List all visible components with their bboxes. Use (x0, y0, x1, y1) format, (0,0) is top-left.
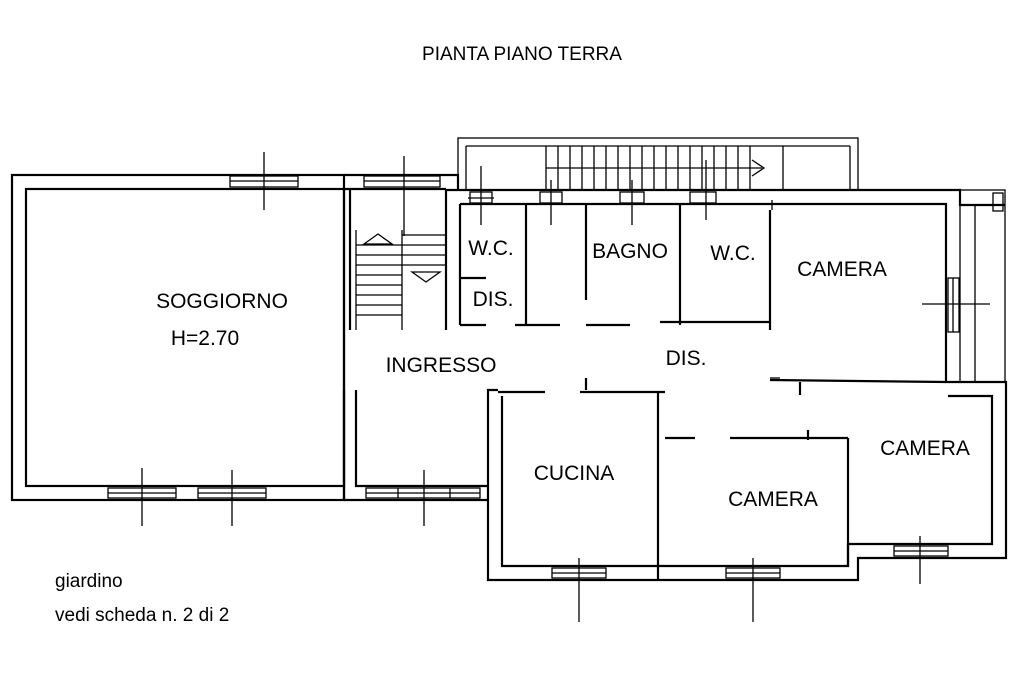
soggiorno-inner-wall (24, 187, 346, 488)
stair-flight-right (402, 234, 446, 283)
label-wc-right: W.C. (710, 242, 756, 265)
label-bagno: BAGNO (592, 240, 668, 263)
label-ingresso: INGRESSO (386, 354, 497, 377)
interior-walls (348, 190, 947, 580)
note-scheda: vedi scheda n. 2 di 2 (55, 605, 229, 626)
room-labels: SOGGIORNO H=2.70 INGRESSO W.C. DIS. BAGN… (156, 237, 970, 511)
label-camera-center: CAMERA (728, 488, 818, 511)
stair-flight-top (545, 146, 766, 190)
label-dis-left: DIS. (473, 288, 514, 311)
label-camera-right: CAMERA (880, 437, 970, 460)
label-cucina: CUCINA (534, 462, 615, 485)
label-dis-center: DIS. (666, 347, 707, 370)
label-wc-left: W.C. (468, 237, 514, 260)
label-soggiorno: SOGGIORNO (156, 290, 288, 313)
outer-walls (10, 137, 1008, 582)
plan-title: PIANTA PIANO TERRA (422, 44, 622, 65)
windows (107, 152, 990, 622)
note-giardino: giardino (55, 571, 123, 592)
label-camera-top: CAMERA (797, 258, 887, 281)
label-height: H=2.70 (171, 327, 239, 350)
stair-flight-left (356, 233, 402, 316)
